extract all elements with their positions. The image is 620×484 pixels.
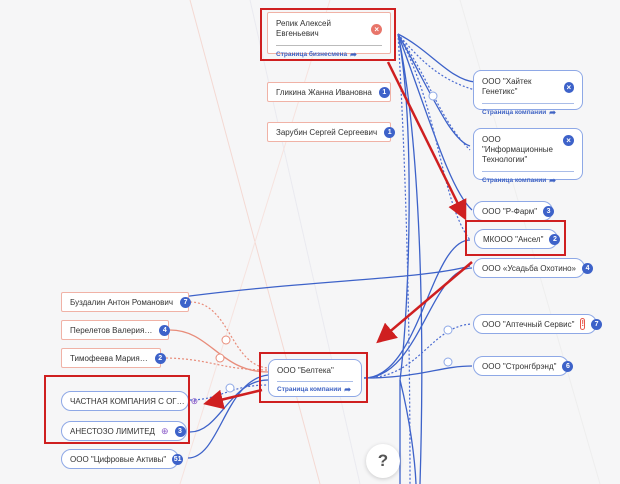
link-markers: [225, 91, 453, 393]
dotted-center-links: [189, 323, 473, 401]
person-node[interactable]: Перелетов Валерия… 4: [61, 320, 171, 340]
share-icon: ➦: [549, 108, 556, 117]
vertical-trunk-lines: [397, 33, 423, 484]
company-name: ООО "Хайтек Генетикс": [482, 77, 532, 96]
share-icon: ➦: [344, 385, 351, 394]
help-button[interactable]: ?: [366, 444, 400, 478]
company-page-link[interactable]: Страница компании ➦: [482, 176, 556, 185]
count-badge: 51: [172, 453, 184, 465]
share-icon: ➦: [549, 176, 556, 185]
close-icon[interactable]: ×: [371, 23, 382, 35]
divider: [277, 381, 353, 382]
divider: [276, 45, 382, 46]
person-node[interactable]: Тимофеева Мария… 2: [61, 348, 166, 368]
count-badge: 1: [384, 126, 396, 138]
annotation-arrows: [203, 61, 473, 410]
company-node[interactable]: ООО "Стронгбрэнд" 6: [473, 356, 574, 376]
dotted-company-links: [397, 33, 476, 241]
count-badge: 7: [591, 318, 603, 330]
person-node[interactable]: Гликина Жанна Ивановна 1: [267, 82, 391, 102]
globe-icon: ⊕: [190, 395, 199, 406]
company-node[interactable]: АНЕСТОЗО ЛИМИТЕД ⊕ 3: [61, 421, 187, 441]
company-name: ООО "Белтека": [277, 366, 334, 375]
company-name: ООО "Информационные Технологии": [482, 135, 553, 164]
company-node[interactable]: МКООО "Ансел" 2: [474, 229, 561, 249]
question-icon: ?: [377, 451, 389, 470]
count-badge: 2: [549, 233, 561, 245]
center-company-card[interactable]: ООО "Белтека" Страница компании ➦: [268, 359, 362, 397]
share-icon: ➦: [350, 50, 357, 59]
company-node[interactable]: ООО "Аптечный Сервис" ! 7: [473, 314, 603, 334]
company-page-link[interactable]: Страница компании ➦: [277, 385, 351, 394]
count-badge: 4: [159, 324, 171, 336]
count-badge: 3: [174, 425, 186, 437]
company-node[interactable]: ООО "Цифровые Активы" 51: [61, 449, 184, 469]
count-badge: 6: [562, 360, 574, 372]
highlight-box-center: [259, 352, 368, 403]
count-badge: 4: [582, 262, 594, 274]
divider: [482, 171, 574, 172]
close-icon[interactable]: ×: [563, 81, 574, 93]
highlight-box-foreign: [44, 375, 190, 444]
company-node[interactable]: ЧАСТНАЯ КОМПАНИЯ С ОГ… ⊕: [61, 391, 198, 411]
count-badge: 1: [378, 86, 390, 98]
close-icon[interactable]: ×: [563, 135, 574, 146]
count-badge: 2: [154, 352, 166, 364]
person-node[interactable]: Зарубин Сергей Сергеевич 1: [267, 122, 396, 142]
company-node[interactable]: ООО "Р-Фарм" 3: [473, 201, 555, 221]
dotted-person-links: [161, 301, 269, 371]
company-page-link[interactable]: Страница компании ➦: [482, 108, 556, 117]
center-links: [159, 239, 473, 459]
highlight-box-ansel: [465, 220, 566, 256]
count-badge: 3: [543, 205, 555, 217]
divider: [482, 103, 574, 104]
warning-icon: !: [580, 318, 586, 330]
highlight-box-businessman: [260, 8, 396, 61]
person-links: [169, 329, 269, 373]
person-link-markers: [215, 335, 231, 363]
count-badge: 7: [180, 296, 192, 308]
company-card[interactable]: ООО "Информационные Технологии" × Страни…: [473, 128, 583, 185]
businessman-name: Репик Алексей Евгеньевич: [276, 19, 331, 38]
company-node[interactable]: ООО «Усадьба Охотино» 4: [473, 258, 594, 278]
person-node[interactable]: Буздалин Антон Романович 7: [61, 292, 192, 312]
businessman-card[interactable]: Репик Алексей Евгеньевич × Страница бизн…: [267, 12, 391, 59]
businessman-page-link[interactable]: Страница бизнесмена ➦: [276, 50, 357, 59]
globe-icon: ⊕: [160, 425, 169, 436]
company-card[interactable]: ООО "Хайтек Генетикс" × Страница компани…: [473, 70, 583, 117]
